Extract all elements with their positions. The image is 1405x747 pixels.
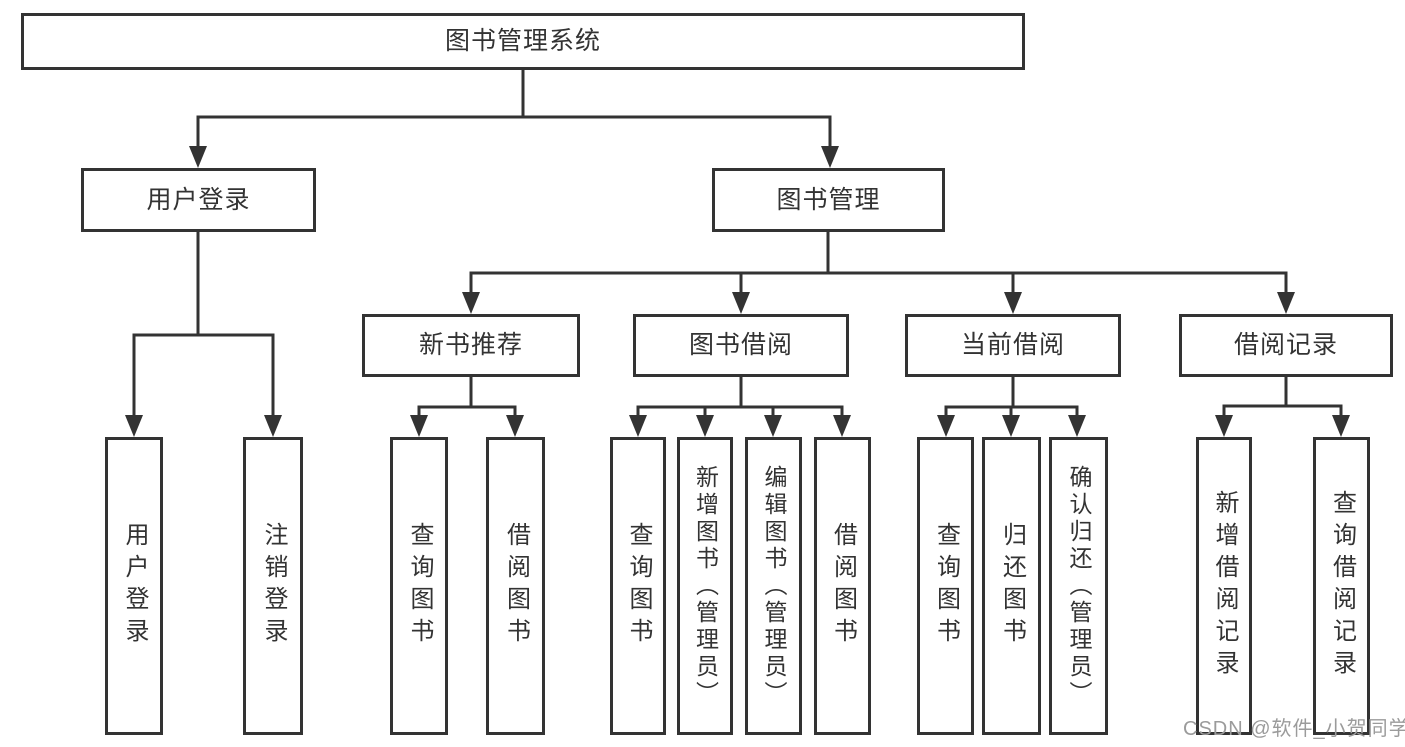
watermark-text: CSDN @软件_小贺同学 (1183, 718, 1405, 740)
node-book-borrowing-label: 图书借阅 (688, 331, 793, 359)
node-library-management-system-label: 图书管理系统 (444, 27, 601, 55)
leaf-logout-login: 注销登录 (243, 437, 303, 735)
leaf-add-book-admin-label: 新增图书（管理员） (692, 464, 719, 708)
leaf-query-borrow-record: 查询借阅记录 (1313, 437, 1370, 735)
leaf-user-login-label: 用户登录 (121, 522, 148, 650)
leaf-confirm-return-admin-label: 确认归还（管理员） (1066, 464, 1092, 708)
leaf-add-book-admin: 新增图书（管理员） (677, 437, 733, 735)
node-current-borrowing-label: 当前借阅 (960, 331, 1065, 359)
leaf-borrow-books-borrowing-label: 借阅图书 (829, 522, 857, 650)
node-user-login: 用户登录 (81, 168, 316, 232)
leaf-borrow-books-newbooks: 借阅图书 (486, 437, 545, 735)
leaf-query-books-current: 查询图书 (917, 437, 974, 735)
node-book-management: 图书管理 (712, 168, 945, 232)
leaf-logout-login-label: 注销登录 (260, 522, 287, 650)
leaf-add-borrow-record-label: 新增借阅记录 (1211, 490, 1238, 682)
leaf-borrow-books-borrowing: 借阅图书 (814, 437, 871, 735)
node-book-management-label: 图书管理 (776, 185, 881, 214)
node-new-book-recommendation-label: 新书推荐 (418, 331, 523, 359)
node-borrowing-records: 借阅记录 (1179, 314, 1393, 377)
node-user-login-label: 用户登录 (146, 185, 251, 214)
leaf-query-books-newbooks-label: 查询图书 (406, 522, 433, 650)
leaf-query-books-newbooks: 查询图书 (390, 437, 448, 735)
leaf-query-books-current-label: 查询图书 (932, 522, 960, 650)
leaf-return-books: 归还图书 (982, 437, 1041, 735)
leaf-query-books-borrowing: 查询图书 (610, 437, 666, 735)
node-library-management-system: 图书管理系统 (21, 13, 1025, 70)
leaf-add-borrow-record: 新增借阅记录 (1196, 437, 1252, 735)
leaf-edit-book-admin-label: 编辑图书（管理员） (761, 464, 787, 708)
node-borrowing-records-label: 借阅记录 (1233, 331, 1338, 359)
leaf-query-borrow-record-label: 查询借阅记录 (1328, 490, 1356, 682)
leaf-edit-book-admin: 编辑图书（管理员） (745, 437, 802, 735)
node-book-borrowing: 图书借阅 (633, 314, 849, 377)
node-current-borrowing: 当前借阅 (905, 314, 1121, 377)
leaf-return-books-label: 归还图书 (998, 522, 1026, 650)
leaf-confirm-return-admin: 确认归还（管理员） (1049, 437, 1108, 735)
leaf-user-login: 用户登录 (105, 437, 163, 735)
leaf-query-books-borrowing-label: 查询图书 (625, 522, 652, 650)
leaf-borrow-books-newbooks-label: 借阅图书 (502, 522, 530, 650)
node-new-book-recommendation: 新书推荐 (362, 314, 580, 377)
